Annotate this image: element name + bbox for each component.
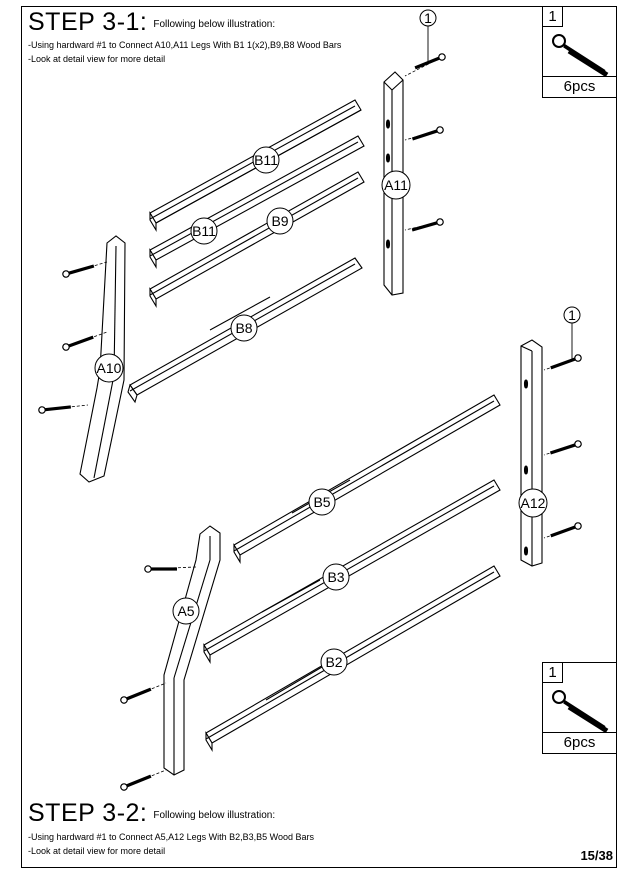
step-3-1-title: STEP 3-1:Following below illustration: [28,8,276,36]
part-label-a10: A10 [97,360,122,376]
step-3-2-title: STEP 3-2:Following below illustration: [28,799,276,827]
callout-number: 1 [424,10,432,26]
hardware-quantity: 6pcs [543,732,616,753]
step-3-2-subtitle: Following below illustration: [153,810,276,821]
part-label-a5: A5 [177,603,194,619]
instruction-line: -Look at detail view for more detail [28,846,166,856]
page-number: 15/38 [580,848,613,863]
step-3-2-instructions: -Using hardward #1 to Connect A5,A12 Leg… [28,830,314,858]
step-3-1-subtitle: Following below illustration: [153,19,276,30]
part-label-b11-top: B11 [254,152,278,168]
instruction-line: -Look at detail view for more detail [28,54,166,64]
leg-a12 [520,339,543,567]
step-3-1-instructions: -Using hardward #1 to Connect A10,A11 Le… [28,38,341,66]
hardware-number: 1 [543,663,563,683]
bolt-icon [552,690,609,733]
bolt-icon [552,34,609,77]
bolt-group [37,52,583,792]
part-label-b9: B9 [271,213,288,229]
callout-number: 1 [568,307,576,323]
hardware-box-top: 1 6pcs [542,6,617,98]
instruction-line: -Using hardward #1 to Connect A5,A12 Leg… [28,832,314,842]
part-label-a11: A11 [384,177,408,193]
part-label-b5: B5 [313,494,330,510]
part-label-b3: B3 [327,569,344,585]
wood-bar-b5 [233,394,501,564]
hardware-quantity: 6pcs [543,76,616,97]
hardware-box-bottom: 1 6pcs [542,662,617,754]
hardware-callout-top: 1 [419,9,437,62]
wood-bar-b2 [205,565,501,752]
part-label-b11-middle: B11 [192,223,216,239]
hardware-number: 1 [543,7,563,27]
instruction-line: -Using hardward #1 to Connect A10,A11 Le… [28,40,342,50]
hardware-callout-right: 1 [563,306,581,360]
page-frame [21,6,617,868]
part-label-b8: B8 [235,320,252,336]
part-label-b2: B2 [325,654,342,670]
wood-bar-b3 [203,479,501,664]
part-label-a12: A12 [521,495,546,511]
